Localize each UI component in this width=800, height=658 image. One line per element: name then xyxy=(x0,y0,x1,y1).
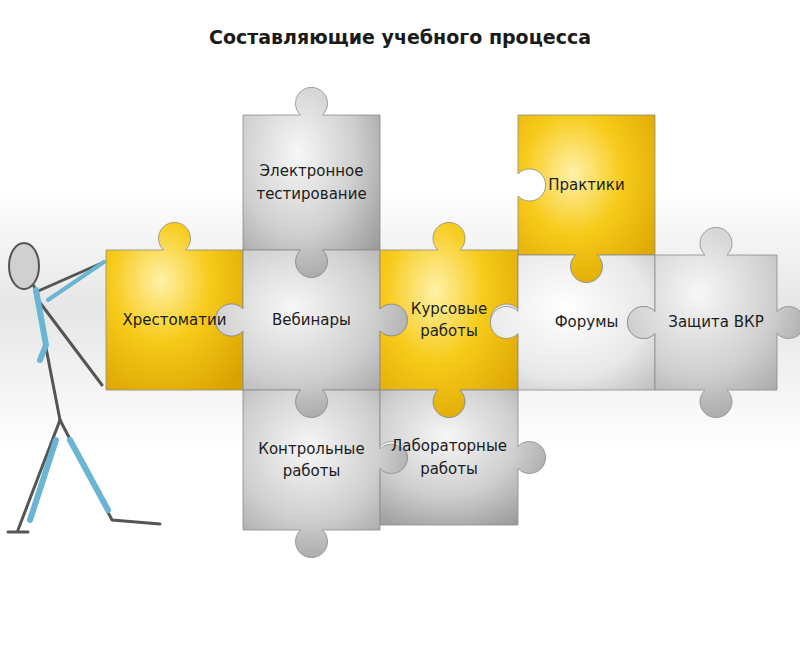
piece-label-box: Курсовые работы xyxy=(380,250,518,390)
puzzle-piece: Практики xyxy=(518,115,655,255)
piece-label-box: Практики xyxy=(518,115,655,255)
piece-label: Хрестоматии xyxy=(123,309,227,332)
diagram-title: Составляющие учебного процесса xyxy=(0,26,800,48)
piece-label-box: Электронное тестирование xyxy=(243,115,380,250)
puzzle-piece: Лабораторные работы xyxy=(380,390,518,525)
piece-label: Практики xyxy=(548,174,624,197)
puzzle-piece: Контрольные работы xyxy=(243,390,380,530)
puzzle-piece: Вебинары xyxy=(243,250,380,390)
piece-shape xyxy=(380,390,546,525)
piece-label-box: Хрестоматии xyxy=(106,250,243,390)
piece-label: Контрольные работы xyxy=(255,438,368,483)
piece-label: Курсовые работы xyxy=(392,298,506,343)
puzzle-piece: Защита ВКР xyxy=(655,255,777,390)
piece-label-box: Лабораторные работы xyxy=(380,390,518,525)
piece-label: Форумы xyxy=(555,311,619,334)
piece-label-box: Форумы xyxy=(518,255,655,390)
piece-shape xyxy=(106,222,243,390)
piece-label: Защита ВКР xyxy=(668,311,763,334)
piece-label: Лабораторные работы xyxy=(391,435,507,480)
piece-label-box: Вебинары xyxy=(243,250,380,390)
piece-label: Электронное тестирование xyxy=(255,160,368,205)
piece-outline xyxy=(380,390,518,525)
puzzle-piece: Форумы xyxy=(518,255,655,390)
piece-shape xyxy=(243,87,380,277)
piece-outline xyxy=(243,390,380,530)
piece-label-box: Защита ВКР xyxy=(655,255,777,390)
puzzle-piece: Курсовые работы xyxy=(380,250,518,390)
piece-label-box: Контрольные работы xyxy=(243,390,380,530)
puzzle-piece: Электронное тестирование xyxy=(243,115,380,250)
piece-label: Вебинары xyxy=(272,309,351,332)
puzzle-piece: Хрестоматии xyxy=(106,250,243,390)
piece-outline xyxy=(243,115,380,250)
piece-shape xyxy=(627,227,800,417)
